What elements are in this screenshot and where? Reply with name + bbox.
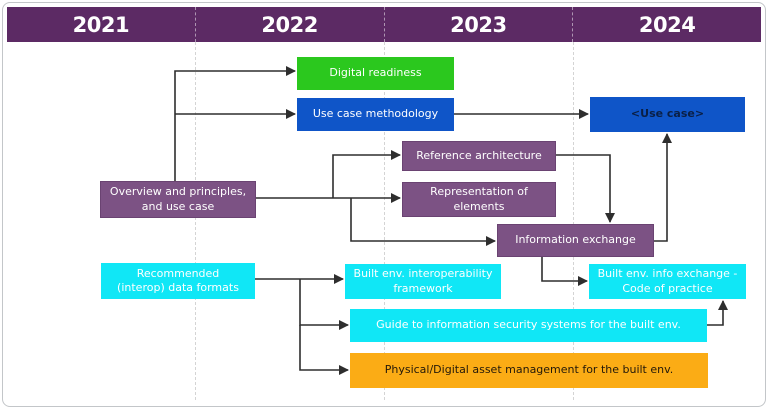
node-digital-readiness: Digital readiness <box>297 57 454 90</box>
node-use-case-methodology: Use case methodology <box>297 98 454 131</box>
node-built-env-interoperability-framework: Built env. interoperability framework <box>345 264 501 299</box>
node-representation-of-elements: Representation of elements <box>402 182 556 217</box>
year-gridline-2 <box>384 42 385 400</box>
year-gridline-1 <box>195 42 196 400</box>
node-recommended-data-formats: Recommended (interop) data formats <box>101 263 255 299</box>
year-2022: 2022 <box>194 7 384 42</box>
node-information-exchange: Information exchange <box>497 224 654 257</box>
year-2024: 2024 <box>572 7 761 42</box>
node-guide-information-security: Guide to information security systems fo… <box>350 309 707 342</box>
timeline-header: 2021 2022 2023 2024 <box>7 7 761 42</box>
node-built-env-info-exchange-code-of-practice: Built env. info exchange - Code of pract… <box>589 264 746 299</box>
year-2023: 2023 <box>383 7 573 42</box>
node-physical-digital-asset-management: Physical/Digital asset management for th… <box>350 353 708 388</box>
node-use-case: <Use case> <box>590 97 745 132</box>
node-overview-and-principles: Overview and principles, and use case <box>100 181 256 218</box>
node-reference-architecture: Reference architecture <box>402 141 556 171</box>
year-gridline-3 <box>573 42 574 400</box>
year-2021: 2021 <box>72 12 130 37</box>
